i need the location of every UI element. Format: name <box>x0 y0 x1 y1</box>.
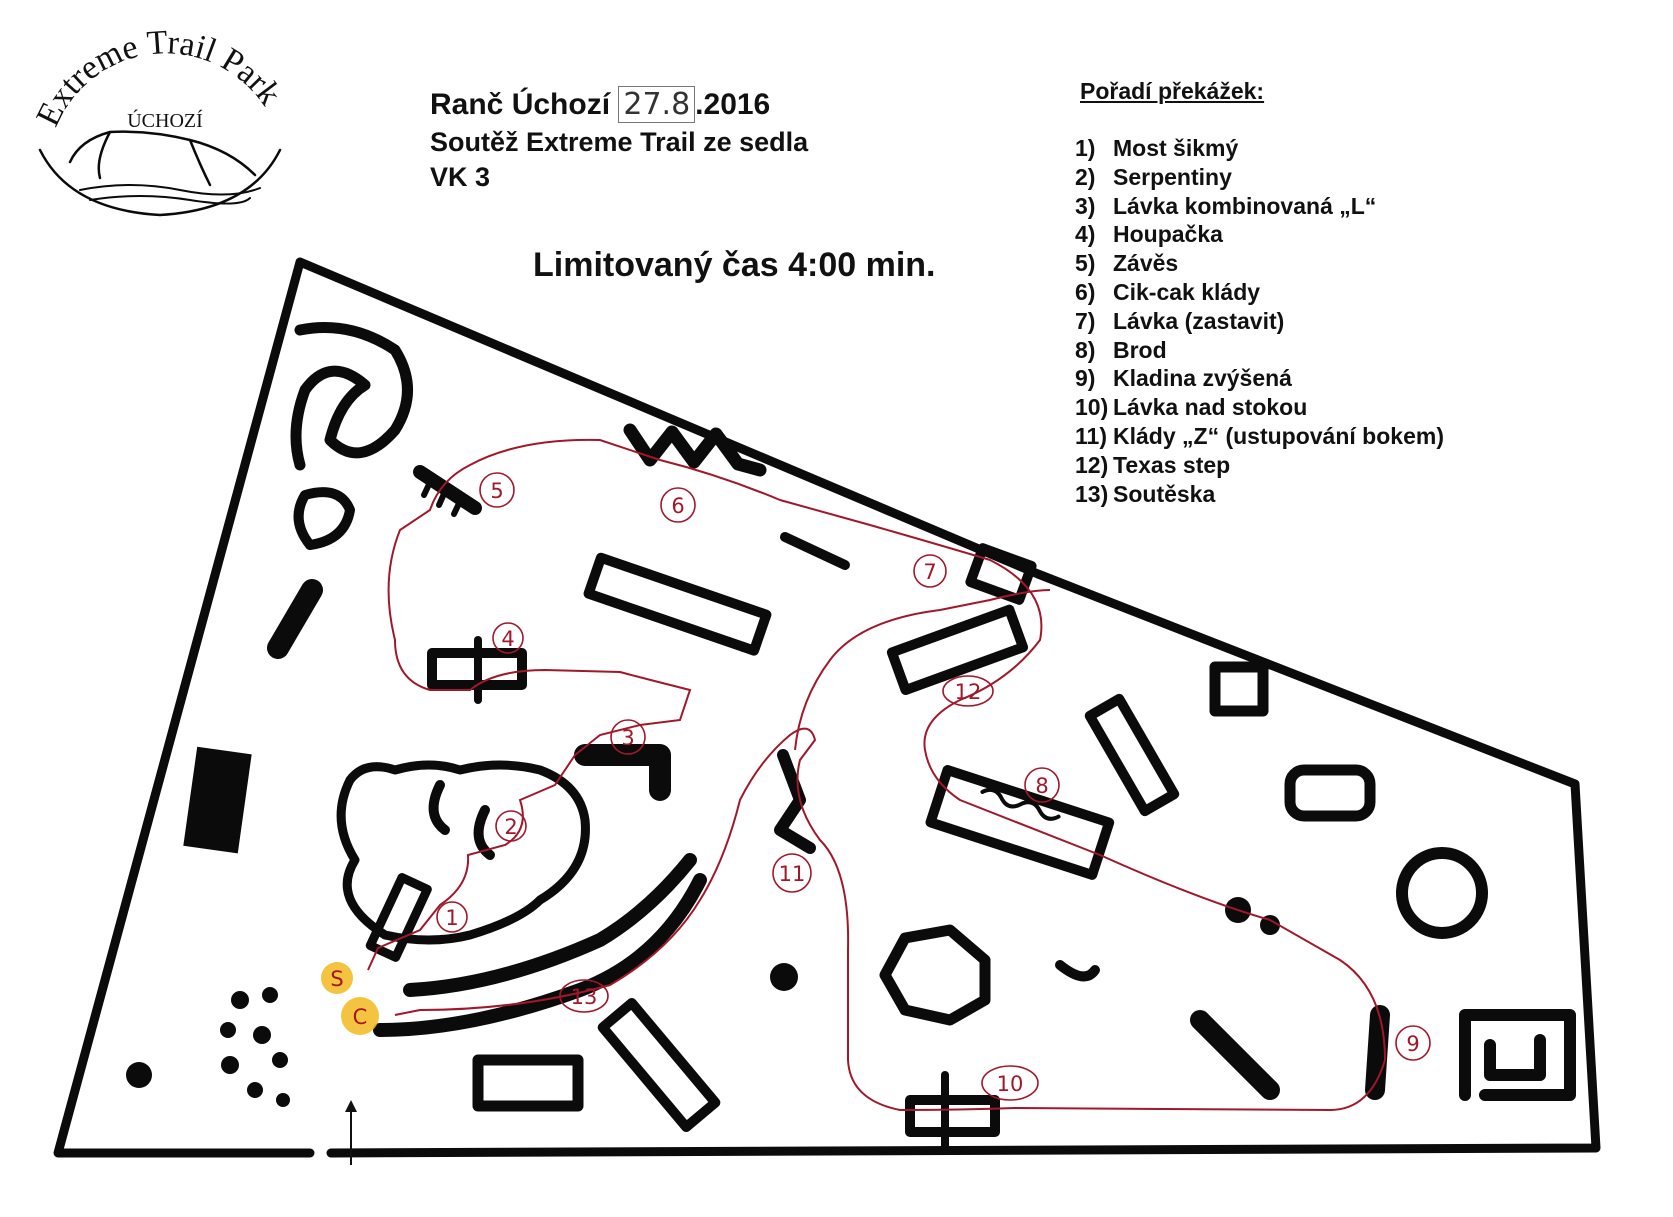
label-6: 6 <box>661 488 695 522</box>
label-12: 12 <box>943 676 993 706</box>
water-waves-icon <box>80 185 260 204</box>
svg-text:7: 7 <box>923 560 936 584</box>
list-item: 2)Serpentiny <box>1075 163 1444 192</box>
list-item: 10)Lávka nad stokou <box>1075 393 1444 422</box>
rounded-box-right <box>1290 770 1370 816</box>
label-7: 7 <box>914 555 946 587</box>
label-9: 9 <box>1396 1026 1430 1060</box>
svg-text:11: 11 <box>779 862 806 886</box>
stones-bottom-left <box>220 987 290 1107</box>
svg-text:8: 8 <box>1035 774 1048 798</box>
obstacle-5-curtain <box>420 472 475 514</box>
park-logo: Extreme Trail Park ÚCHOZÍ <box>29 24 288 215</box>
svg-text:5: 5 <box>490 479 503 503</box>
svg-text:C: C <box>353 1005 368 1029</box>
obstacle-10-bridge-over-ditch <box>910 1100 995 1132</box>
bridge-long-middle <box>589 558 767 651</box>
log-bottom-right <box>1200 1020 1270 1090</box>
box-bottom-left <box>478 1060 578 1106</box>
list-item: 11)Klády „Z“ (ustupování bokem) <box>1075 422 1444 451</box>
list-item: 7)Lávka (zastavit) <box>1075 307 1444 336</box>
horse-icon <box>70 132 255 185</box>
label-5: 5 <box>480 473 514 507</box>
post-bottom-left <box>126 1062 152 1088</box>
finish-marker: C <box>341 997 379 1035</box>
category-label: VK 3 <box>430 162 490 193</box>
obstacle-11-z-logs <box>780 755 810 848</box>
obstacle-2-pond <box>341 765 585 940</box>
list-item: 9)Kladina zvýšená <box>1075 364 1444 393</box>
svg-text:9: 9 <box>1406 1032 1419 1056</box>
maze-right <box>1465 1015 1570 1095</box>
logo-sub-text: ÚCHOZÍ <box>127 108 203 132</box>
dark-block-left <box>183 747 251 854</box>
flower-circle <box>1402 853 1482 933</box>
svg-text:2: 2 <box>504 815 517 839</box>
list-item: 1)Most šikmý <box>1075 134 1444 163</box>
list-item: 5)Závěs <box>1075 249 1444 278</box>
svg-text:3: 3 <box>621 726 634 750</box>
label-1: 1 <box>437 902 467 932</box>
list-item: 4)Houpačka <box>1075 220 1444 249</box>
time-limit-text: Limitovaný čas 4:00 min. <box>533 246 936 285</box>
venue-name: Ranč Úchozí <box>430 88 610 121</box>
ladder-right <box>1090 699 1174 811</box>
log-middle-top <box>785 537 845 565</box>
obstacle-1-inclined-bridge <box>370 878 427 958</box>
competition-name: Soutěž Extreme Trail ze sedla <box>430 127 808 158</box>
label-10: 10 <box>982 1066 1038 1100</box>
list-item: 12)Texas step <box>1075 451 1444 480</box>
post-bottom <box>770 963 798 991</box>
label-8: 8 <box>1025 768 1059 802</box>
svg-text:12: 12 <box>955 680 982 704</box>
octagon-ring <box>885 930 985 1020</box>
list-item: 3)Lávka kombinovaná „L“ <box>1075 192 1444 221</box>
svg-text:4: 4 <box>501 627 514 651</box>
label-3: 3 <box>611 720 645 754</box>
svg-text:1: 1 <box>445 906 458 930</box>
svg-text:6: 6 <box>671 494 684 518</box>
obstacle-3-l-bridge <box>585 755 660 790</box>
event-date-handwritten: 27.8 <box>618 86 695 123</box>
start-marker: S <box>321 962 353 994</box>
label-4: 4 <box>493 623 523 653</box>
label-11: 11 <box>773 854 811 892</box>
bush-cluster-top-left <box>296 328 408 466</box>
obstacle-order-title: Pořadí překážek: <box>1080 78 1264 105</box>
obstacle-labels: 1 2 3 4 5 6 7 8 9 10 11 12 13 <box>437 473 1430 1100</box>
log-left <box>278 590 312 648</box>
ladder-bottom-middle <box>603 1003 716 1127</box>
bush-small-left <box>299 492 350 545</box>
svg-text:13: 13 <box>571 985 598 1009</box>
event-year: .2016 <box>695 88 770 121</box>
obstacle-order-list: 1)Most šikmý 2)Serpentiny 3)Lávka kombin… <box>1075 134 1444 508</box>
logo-bottom-arc <box>40 150 280 215</box>
list-item: 8)Brod <box>1075 336 1444 365</box>
event-title: Ranč Úchozí 27.8.2016 <box>430 86 770 123</box>
list-item: 6)Cik-cak klády <box>1075 278 1444 307</box>
square-block <box>1215 667 1263 711</box>
svg-text:10: 10 <box>997 1072 1024 1096</box>
svg-text:S: S <box>330 967 343 991</box>
list-item: 13)Soutěska <box>1075 480 1444 509</box>
